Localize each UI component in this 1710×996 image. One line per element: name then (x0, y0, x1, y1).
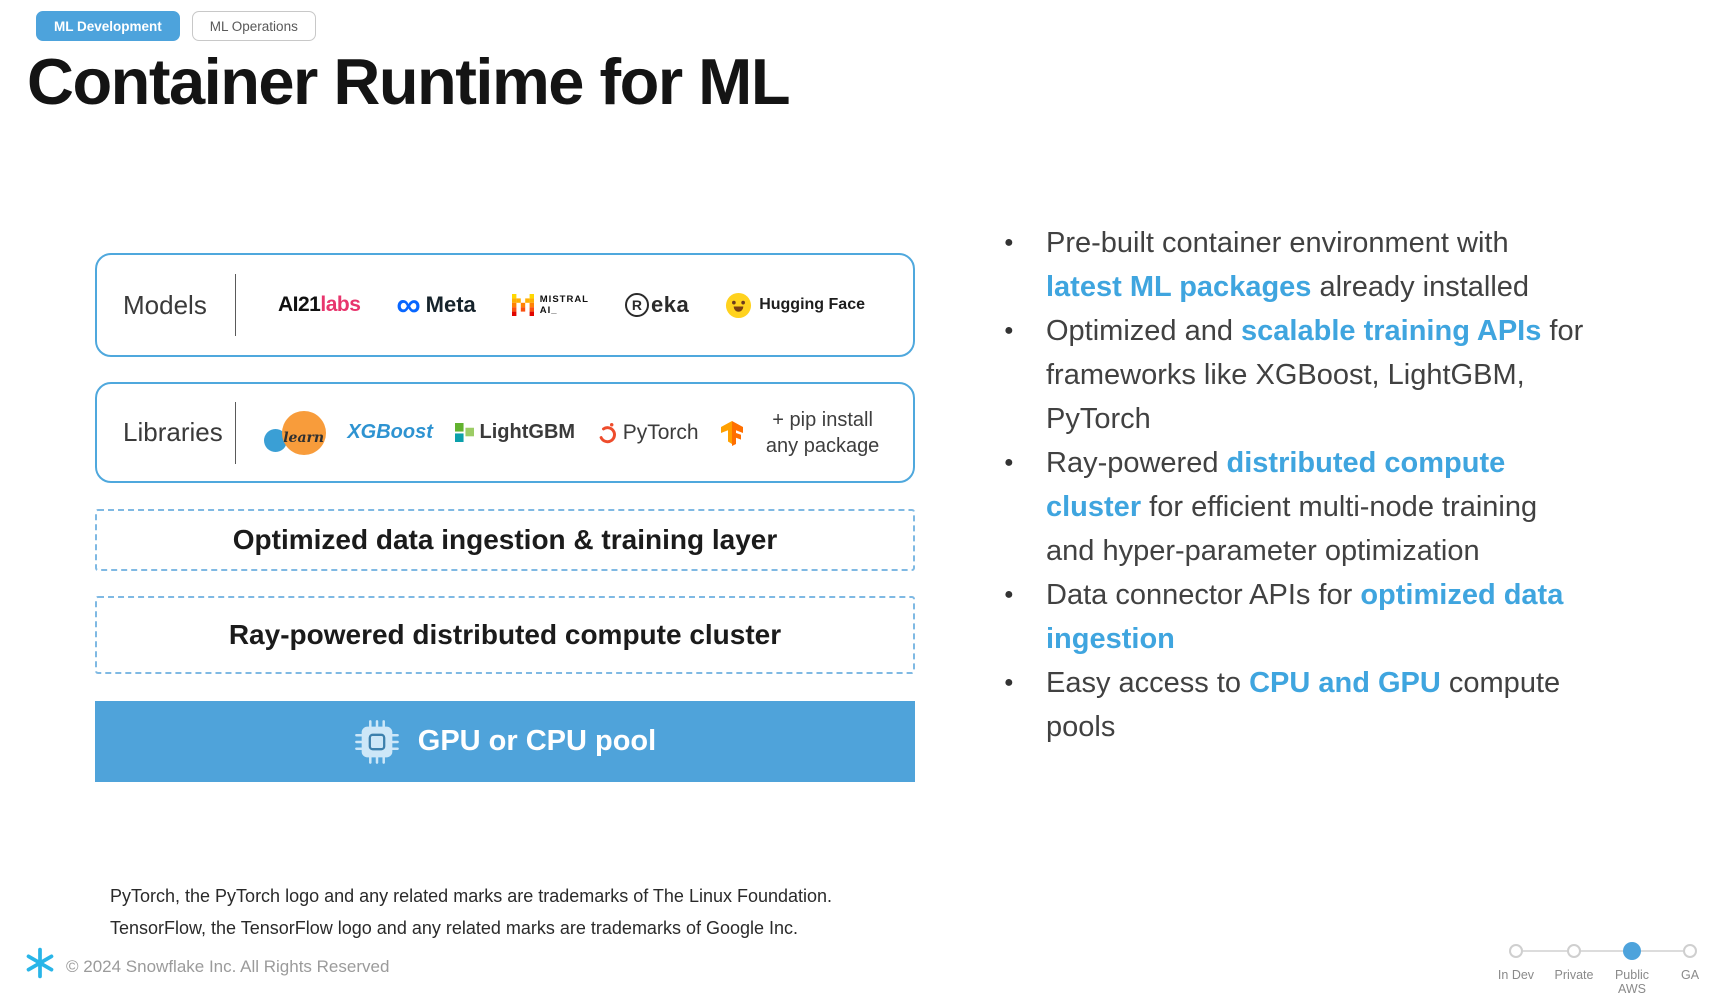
mistral-m-icon (511, 294, 534, 316)
tracker-dot-private (1567, 944, 1581, 958)
libraries-logo-row: learn XGBoost LightGBM (242, 407, 901, 459)
compute-pool-box: GPU or CPU pool (95, 701, 915, 782)
lightgbm-logo: LightGBM (454, 421, 576, 444)
tracker-label-public-aws: Public AWS (1614, 968, 1650, 996)
bullet-text: compute pools (1046, 667, 1561, 743)
trademark-footnotes: PyTorch, the PyTorch logo and any relate… (110, 886, 832, 950)
bullet-highlight: optimized data ingestion (1046, 579, 1564, 655)
bullet-text: Easy access to (1046, 667, 1250, 699)
bullet-highlight: scalable training APIs (1241, 315, 1542, 347)
pip-install-line1: + pip install (772, 408, 873, 431)
lightgbm-grid-icon (454, 423, 474, 442)
bullet-text: already installed (1311, 271, 1530, 303)
huggingface-logo: Hugging Face (725, 292, 865, 319)
reka-logo: R eka (624, 292, 690, 318)
cpu-chip-icon (354, 719, 400, 765)
bullet-item: Ray-powered distributed compute cluster … (1002, 441, 1592, 573)
ai21labs-logo-text-accent: labs (320, 293, 361, 316)
meta-infinity-icon: ∞ (396, 286, 421, 324)
bullet-text: Data connector APIs for (1046, 579, 1361, 611)
ai21labs-logo-text: AI21 (278, 293, 321, 316)
huggingface-logo-text: Hugging Face (759, 296, 865, 313)
scikit-learn-blue-circle-icon (263, 428, 287, 452)
reka-logo-text: eka (650, 292, 690, 317)
feature-bullet-list: Pre-built container environment with lat… (1002, 221, 1592, 749)
bullet-text: Pre-built container environment with (1046, 227, 1509, 259)
lightgbm-logo-text: LightGBM (479, 421, 576, 443)
models-label: Models (123, 289, 207, 320)
pytorch-flame-icon (597, 421, 618, 444)
tensorflow-logo (720, 420, 744, 446)
tracker-label-in-dev: In Dev (1497, 968, 1535, 982)
meta-logo: ∞ Meta (396, 286, 476, 324)
tracker-dot-public-aws-active (1623, 942, 1641, 960)
footnote-tensorflow: TensorFlow, the TensorFlow logo and any … (110, 918, 799, 938)
tracker-dot-in-dev (1509, 944, 1523, 958)
huggingface-smiley-icon (725, 292, 752, 319)
bullet-item: Easy access to CPU and GPU compute pools (1002, 661, 1592, 749)
tracker-line (1516, 950, 1690, 952)
pytorch-logo-text: PyTorch (622, 420, 699, 444)
bullet-text: for frameworks like XGBoost, LightGBM, P… (1046, 315, 1584, 435)
scikit-learn-logo-text: learn (283, 429, 325, 446)
divider (235, 401, 236, 464)
bullet-text: for efficient multi-node training and hy… (1046, 491, 1538, 567)
divider (235, 274, 236, 336)
ray-cluster-layer-box: Ray-powered distributed compute cluster (95, 596, 915, 674)
tab-ml-development[interactable]: ML Development (36, 11, 180, 41)
xgboost-logo: XGBoost (347, 421, 433, 443)
pip-install-line2: any package (765, 434, 880, 457)
tab-bar: ML Development ML Operations (36, 11, 316, 41)
mistral-logo-line1: MISTRAL (539, 294, 589, 305)
tracker-label-ga: GA (1680, 968, 1700, 982)
mistral-logo-text: MISTRAL AI_ (540, 294, 589, 316)
scikit-learn-orange-circle-icon: learn (281, 410, 326, 455)
tracker-dot-ga (1683, 944, 1697, 958)
data-ingestion-layer-box: Optimized data ingestion & training laye… (95, 509, 915, 571)
bullet-text: Optimized and (1046, 315, 1242, 347)
bullet-item: Pre-built container environment with lat… (1002, 221, 1592, 309)
tracker-label-private: Private (1554, 968, 1594, 982)
bullet-highlight: latest ML packages (1046, 271, 1312, 303)
bullet-highlight: CPU and GPU (1249, 667, 1441, 699)
libraries-box: Libraries learn XGBoost (95, 382, 915, 483)
libraries-label: Libraries (123, 417, 223, 447)
tab-ml-operations[interactable]: ML Operations (191, 11, 316, 41)
bullet-item: Data connector APIs for optimized data i… (1002, 573, 1592, 661)
meta-logo-text: Meta (425, 292, 476, 317)
pip-install-note: + pip install any package (766, 407, 879, 459)
pytorch-logo: PyTorch (597, 421, 699, 445)
scikit-learn-logo: learn (263, 410, 326, 455)
footnote-pytorch: PyTorch, the PyTorch logo and any relate… (110, 886, 833, 906)
release-stage-tracker: In Dev Private Public AWS GA (1498, 938, 1710, 996)
mistral-ai-logo: MISTRAL AI_ (511, 294, 589, 316)
copyright-text: © 2024 Snowflake Inc. All Rights Reserve… (66, 957, 390, 976)
reka-circle-r-icon: R (624, 293, 649, 317)
bullet-text: Ray-powered (1046, 447, 1227, 479)
bullet-item: Optimized and scalable training APIs for… (1002, 309, 1592, 441)
bullet-highlight: distributed compute cluster (1046, 447, 1506, 523)
snowflake-logo-icon (24, 947, 56, 979)
compute-pool-label: GPU or CPU pool (417, 725, 657, 757)
page-title: Container Runtime for ML (27, 45, 791, 118)
mistral-logo-line2: AI_ (539, 305, 558, 316)
